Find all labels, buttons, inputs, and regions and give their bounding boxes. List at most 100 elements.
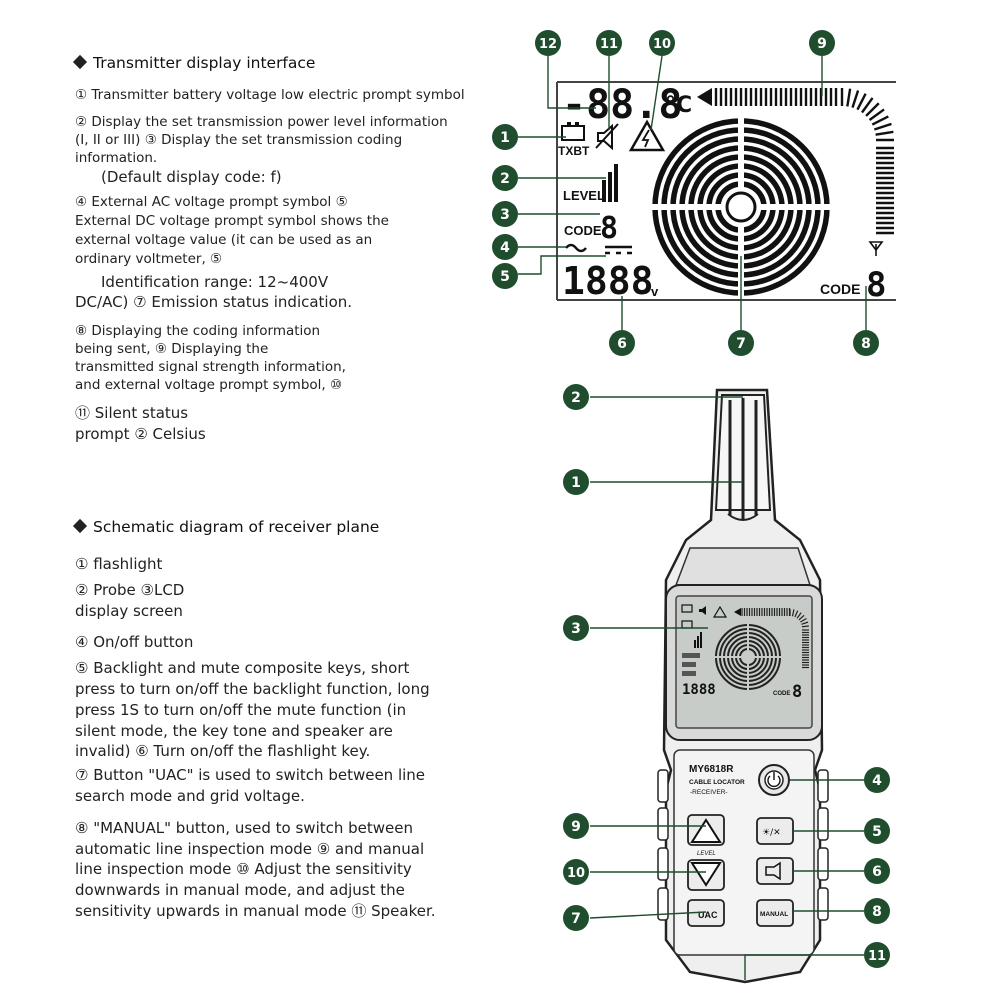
receiver-line: ⑧ "MANUAL" button, used to switch betwee… [75, 819, 413, 837]
svg-text:1: 1 [571, 475, 581, 491]
transmitter-line: being sent, ⑨ Displaying the [75, 341, 269, 357]
ac-wave-icon [565, 243, 587, 253]
mute-speaker-icon [595, 123, 619, 151]
svg-text:9: 9 [571, 819, 581, 835]
transmitter-line: ⑧ Displaying the coding information [75, 323, 321, 339]
manual-button[interactable]: MANUAL [756, 899, 794, 927]
high-voltage-warning-icon [628, 119, 666, 152]
mini-segment [682, 671, 696, 676]
mini-level-icon [694, 632, 702, 648]
receiver-line: line inspection mode ⑩ Adjust the sensit… [75, 860, 412, 878]
svg-text:3: 3 [500, 207, 510, 223]
transmitter-line: external voltage value (it can be used a… [75, 232, 373, 248]
svg-text:4: 4 [500, 240, 510, 256]
svg-text:1: 1 [500, 130, 510, 146]
lcd-temp-digits: -88.8 [562, 82, 682, 128]
lcd-code-digit: 8 [600, 211, 618, 246]
callout-badge-4: 4 [492, 234, 518, 260]
lcd-code-label: CODE [564, 223, 602, 238]
receiver-device: 1888 CODE 8 MY6818R CABLE LOCATOR -RECEI… [657, 388, 829, 984]
svg-text:3: 3 [571, 621, 581, 637]
callout-badge-7: 7 [563, 905, 589, 931]
mini-battery-icon [681, 604, 693, 613]
callout-badge-3: 3 [492, 201, 518, 227]
transmitter-line: ④ External AC voltage prompt symbol ⑤ [75, 194, 348, 210]
probe-fins [728, 398, 758, 520]
mini-warning-icon [712, 605, 728, 618]
receiver-line: silent mode, the key tone and speaker ar… [75, 722, 393, 740]
lcd-volt-unit: v [651, 284, 659, 299]
receiver-line: ⑦ Button "UAC" is used to switch between… [75, 766, 426, 784]
callout-badge-1: 1 [492, 124, 518, 150]
backlight-mute-button[interactable]: ☀/✕ [756, 817, 794, 845]
receiver-heading: Schematic diagram of receiver plane [72, 518, 379, 536]
sun-mute-icon: ☀/✕ [762, 828, 781, 838]
receiver-line: downwards in manual mode, and adjust the [75, 881, 405, 899]
lcd-frame [556, 81, 896, 301]
signal-strength-bar-graph [714, 88, 894, 235]
receiver-line: display screen [75, 602, 183, 620]
callout-badge-5: 5 [492, 263, 518, 289]
flashlight-button[interactable] [756, 857, 794, 885]
lcd-callout-lines [518, 55, 867, 330]
callout-badge-8: 8 [853, 330, 879, 356]
transmitter-line: ordinary voltmeter, ⑤ [75, 251, 223, 267]
transmitter-line: prompt ② Celsius [75, 425, 206, 443]
mini-signal-bar-graph [741, 608, 809, 669]
callout-badge-6: 6 [864, 858, 890, 884]
svg-text:6: 6 [872, 864, 882, 880]
callout-badge-8: 8 [864, 898, 890, 924]
transmitter-line: information. [75, 150, 158, 166]
manual-label: MANUAL [760, 911, 788, 918]
transmitter-line: ⑪ Silent status [75, 404, 189, 422]
svg-text:5: 5 [500, 269, 510, 285]
callout-badge-2: 2 [492, 165, 518, 191]
receiver-line: sensitivity upwards in manual mode ⑪ Spe… [75, 902, 436, 920]
uac-label: UAC [698, 910, 718, 920]
transmitter-line: External DC voltage prompt symbol shows … [75, 213, 389, 229]
transmitter-line: Identification range: 12~400V [101, 273, 329, 291]
device-model: MY6818R [689, 764, 734, 775]
lcd-right-code-digit: 8 [866, 265, 886, 305]
callout-badge-9: 9 [809, 30, 835, 56]
level-up-button[interactable] [687, 814, 725, 846]
mini-code-digit: 8 [792, 682, 802, 702]
mini-target-icon [714, 623, 782, 691]
callout-badge-10: 10 [649, 30, 675, 56]
callout-badge-10: 10 [563, 859, 589, 885]
receiver-line: press 1S to turn on/off the mute functio… [75, 701, 407, 719]
battery-icon [561, 122, 585, 141]
mini-code-label: CODE [773, 691, 790, 697]
lcd-temp-unit: °C [665, 93, 692, 118]
transmitter-line: transmitted signal strength information, [75, 359, 346, 375]
svg-text:4: 4 [872, 773, 882, 789]
device-callouts: 2 1 3 4 9 5 10 6 7 8 11 [563, 384, 890, 968]
transmitter-line: ① Transmitter battery voltage low electr… [75, 87, 465, 103]
power-icon [767, 775, 781, 788]
callout-badge-1: 1 [563, 469, 589, 495]
mini-mute-icon [699, 606, 706, 615]
receiver-line: automatic line inspection mode ⑨ and man… [75, 840, 425, 858]
level-bars-icon [602, 164, 618, 202]
triangle-up-icon [690, 818, 722, 843]
mini-volt-digits: 1888 [682, 682, 716, 698]
signal-arrow-icon [697, 88, 712, 106]
svg-text:2: 2 [500, 171, 510, 187]
level-down-button[interactable] [687, 859, 725, 891]
callout-badge-7: 7 [728, 330, 754, 356]
lcd-right-code-label: CODE [820, 281, 860, 297]
transmitter-line: ② Display the set transmission power lev… [75, 114, 448, 130]
receiver-line: ① flashlight [75, 555, 163, 573]
triangle-down-icon [690, 862, 722, 887]
callout-badge-4: 4 [864, 767, 890, 793]
receiver-line: search mode and grid voltage. [75, 787, 305, 805]
receiver-line: ④ On/off button [75, 633, 194, 651]
mini-signal-arrow-icon [734, 608, 741, 616]
power-button[interactable] [758, 764, 790, 796]
mini-segment [682, 653, 700, 658]
svg-text:12: 12 [539, 37, 557, 52]
svg-text:10: 10 [653, 37, 671, 52]
svg-text:8: 8 [872, 904, 882, 920]
antenna-icon [868, 241, 884, 256]
